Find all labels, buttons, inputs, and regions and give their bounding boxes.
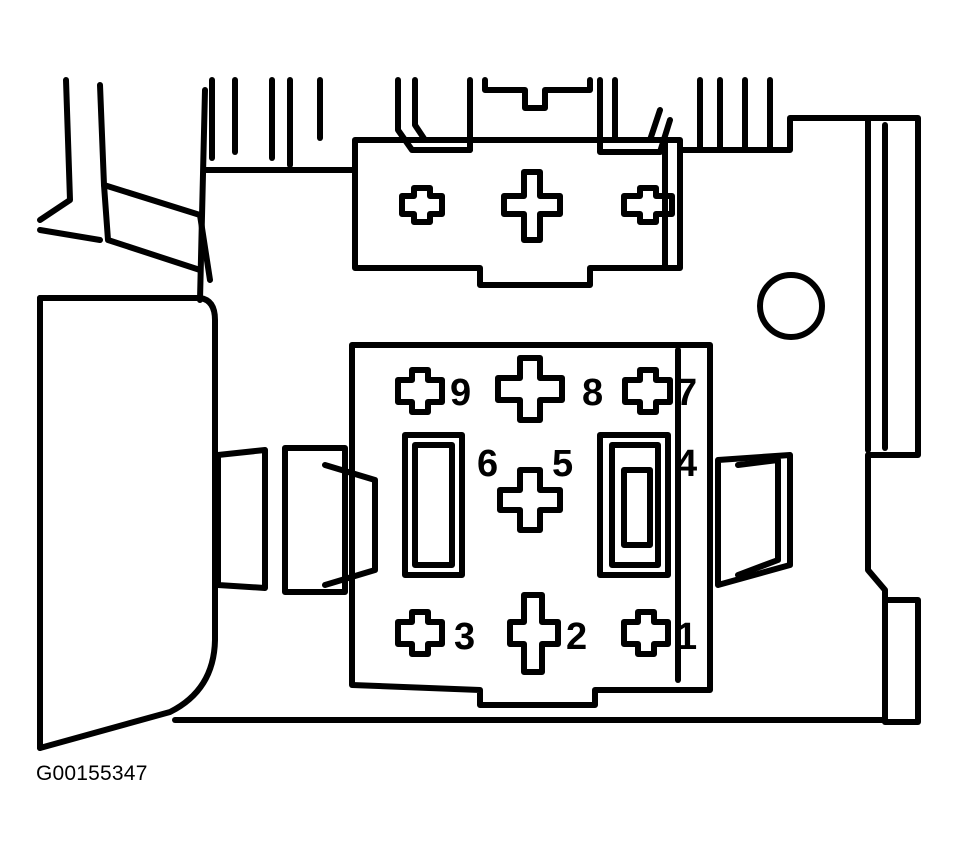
figure-id: G00155347: [36, 762, 148, 785]
upper-connector: [209, 77, 773, 288]
main-connector: [215, 342, 793, 708]
upper-pin-sockets: [399, 169, 675, 243]
pin-label-3: 3: [454, 616, 475, 658]
left-housing: [37, 77, 218, 751]
panel-frame: [172, 115, 921, 725]
pin-label-7: 7: [676, 372, 697, 414]
pin-label-8: 8: [582, 372, 603, 414]
pin-label-4: 4: [676, 443, 697, 485]
pin-label-6: 6: [477, 443, 498, 485]
pin-label-5: 5: [552, 443, 573, 485]
pin-label-1: 1: [676, 616, 697, 658]
main-pin-sockets: [395, 355, 673, 675]
mounting-hole: [757, 272, 825, 340]
pin-label-2: 2: [566, 616, 587, 658]
pin-label-9: 9: [450, 372, 471, 414]
